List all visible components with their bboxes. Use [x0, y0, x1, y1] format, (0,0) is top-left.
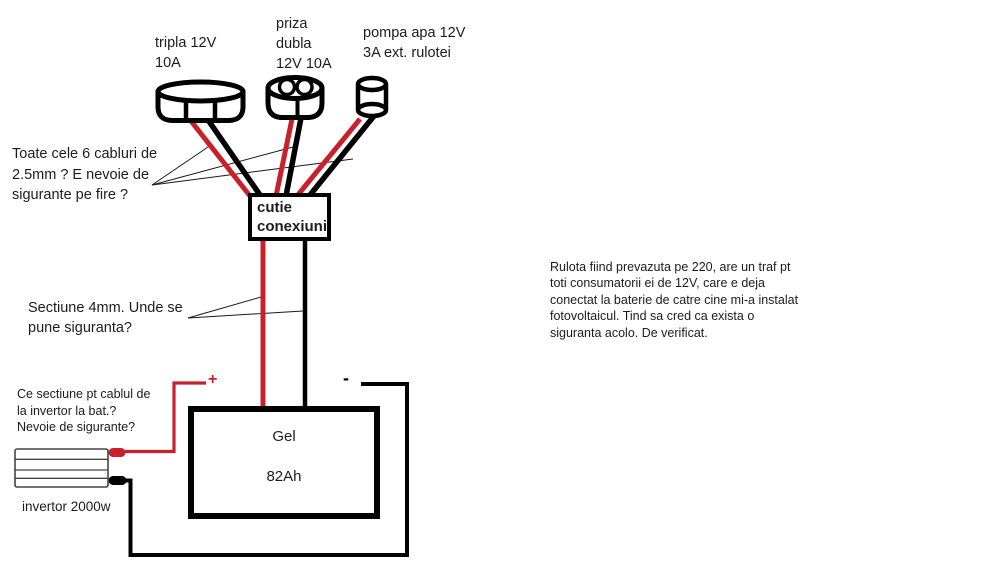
- plus-terminal-label: +: [208, 371, 218, 388]
- pompa-black-wire: [307, 114, 377, 197]
- label-line: priza: [276, 16, 308, 32]
- connection-box-line: cutie: [257, 199, 293, 216]
- section4-annotation: Sectiune 4mm. Unde se pune siguranta?: [28, 299, 183, 338]
- priza-red-wire: [273, 118, 295, 197]
- annotation-line: Ce sectiune pt cablul de: [17, 387, 151, 401]
- label-line: tripla 12V: [155, 35, 217, 51]
- tripla-black-wire: [203, 115, 263, 197]
- priza-socket-label: priza dubla 12V 10A: [276, 14, 332, 74]
- tripla-red-wire: [189, 119, 252, 198]
- annotation-line: Nevoie de sigurante?: [17, 420, 136, 434]
- tripla-socket-top: [155, 79, 246, 104]
- label-line: pompa apa 12V: [363, 25, 466, 41]
- positive-cable: [125, 381, 206, 454]
- pointer-line: [151, 146, 294, 186]
- pointer-line: [151, 158, 354, 186]
- inverter-cable-annotation: Ce sectiune pt cablul de la invertor la …: [17, 386, 150, 436]
- cables-annotation: Toate cele 6 cabluri de 2.5mm ? E nevoie…: [12, 144, 157, 206]
- note-line: siguranta acolo. De verificat.: [550, 325, 708, 340]
- pointer-lines-cables: [151, 144, 354, 186]
- annotation-line: Sectiune 4mm. Unde se: [28, 300, 183, 316]
- note-paragraph: Rulota fiind prevazuta pe 220, are un tr…: [550, 259, 798, 341]
- label-line: 3A ext. rulotei: [363, 44, 451, 61]
- pointer-lines-section4: [187, 296, 304, 319]
- priza-socket-hole: [277, 77, 297, 97]
- note-line: Rulota fiind prevazuta pe 220, are un tr…: [550, 260, 791, 274]
- inverter-negative-circuit: [108, 382, 409, 557]
- inverter-positive-circuit: [108, 381, 206, 457]
- priza-black-wire: [283, 117, 304, 197]
- battery-box: Gel 82Ah: [188, 406, 380, 519]
- connection-box-line: conexiuni: [257, 218, 328, 235]
- pompa-socket-label: pompa apa 12V 3A ext. rulotei: [363, 24, 465, 63]
- inverter-body: [14, 448, 109, 488]
- annotation-line: 2.5mm ? E nevoie de: [12, 166, 150, 183]
- priza-socket-hole: [295, 77, 314, 97]
- pompa-socket-top: [355, 75, 389, 93]
- label-line: 10A: [155, 55, 181, 71]
- note-line: fotovoltaicul. Tind sa cred ca exista o: [550, 309, 755, 324]
- pompa-socket-drawing: [355, 75, 389, 119]
- pointer-line: [187, 296, 262, 319]
- note-line: conectat la baterie de catre cine mi-a i…: [550, 292, 799, 307]
- pointer-line: [151, 144, 212, 186]
- tripla-socket-drawing: [155, 79, 246, 123]
- box-to-battery-wires: [260, 236, 308, 409]
- note-line: toti consumatorii ei de 12V, care e deja: [550, 276, 765, 291]
- inverter-drawing: [14, 448, 109, 488]
- tripla-socket-label: tripla 12V 10A: [155, 33, 216, 73]
- label-line: dubla: [276, 36, 312, 52]
- annotation-line: pune siguranta?: [28, 319, 132, 336]
- connection-box: cutie conexiuni: [248, 193, 331, 241]
- priza-socket-drawing: [265, 75, 325, 120]
- annotation-line: la invertor la bat.?: [17, 403, 117, 418]
- negative-cable: [123, 382, 409, 557]
- socket-wires: [189, 114, 377, 198]
- battery-chemistry: Gel: [272, 428, 296, 445]
- battery-capacity: 82Ah: [266, 468, 302, 485]
- pointer-line: [187, 310, 304, 319]
- pompa-socket-bottom: [355, 101, 389, 119]
- annotation-line: Toate cele 6 cabluri de: [12, 146, 158, 162]
- pompa-red-wire: [295, 117, 362, 198]
- minus-terminal-label: -: [343, 368, 349, 388]
- annotation-line: sigurante pe fire ?: [12, 187, 129, 203]
- label-line: 12V 10A: [276, 56, 332, 72]
- inverter-label: invertor 2000w: [22, 499, 111, 514]
